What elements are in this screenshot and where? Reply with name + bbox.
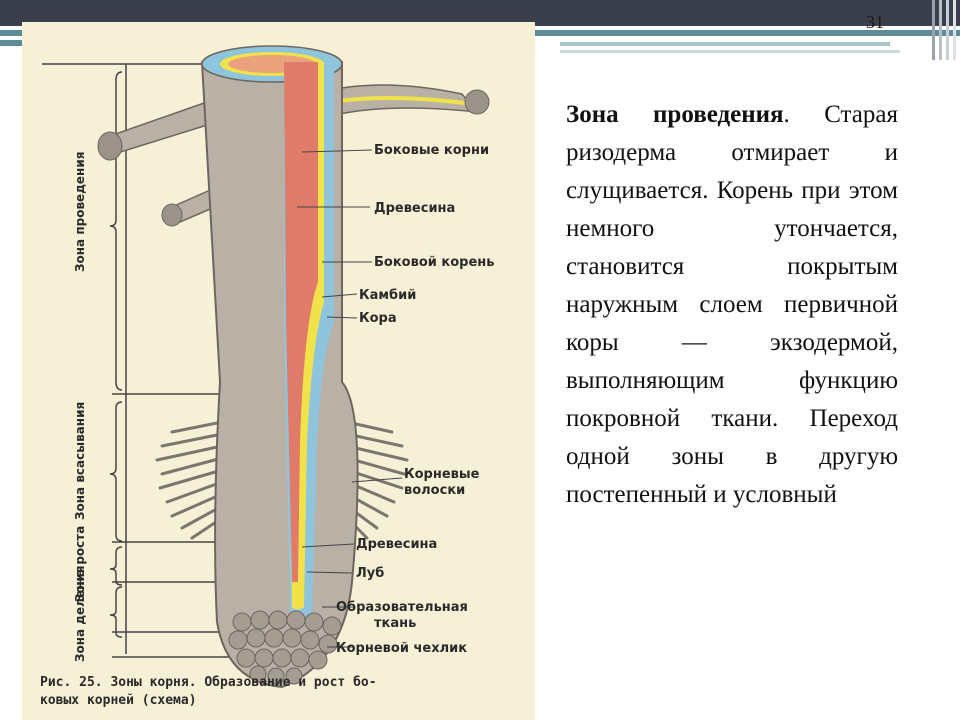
label-cambium: Камбий <box>359 288 416 303</box>
label-meristem-1: Образовательная <box>336 600 468 615</box>
label-cortex: Кора <box>359 311 397 326</box>
zone-brackets <box>42 63 262 658</box>
zone-label-absorption: Зона всасывания <box>73 402 87 520</box>
root-body <box>200 53 359 689</box>
zone-label-conduction: Зона проведения <box>73 152 87 272</box>
root-zones-figure: Зона проведения Зона всасывания Зона рос… <box>22 22 535 720</box>
label-wood-top: Древесина <box>374 201 455 216</box>
label-root-hairs-2: волоски <box>404 483 465 498</box>
label-root-cap: Корневой чехлик <box>336 641 467 656</box>
accent-line-2 <box>560 50 900 53</box>
label-meristem-2: ткань <box>374 616 416 631</box>
root-diagram: Зона проведения Зона всасывания Зона рос… <box>40 45 494 708</box>
root-cap <box>228 610 342 685</box>
label-lateral-roots: Боковые корни <box>374 143 489 158</box>
top-bar <box>0 0 960 26</box>
label-phloem: Луб <box>356 566 384 581</box>
accent-line <box>560 42 890 46</box>
label-lateral-root: Боковой корень <box>374 255 494 270</box>
description-body: . Старая ризодерма отмирает и слущиваетс… <box>566 101 898 508</box>
slide-number: 31 <box>866 12 884 32</box>
label-wood-bottom: Древесина <box>356 537 437 552</box>
label-root-hairs-1: Корневые <box>404 467 480 482</box>
description-text: Зона проведения. Старая ризодерма отмира… <box>566 96 898 514</box>
figure-caption-line-1: Рис. 25. Зоны корня. Образование и рост … <box>40 675 377 690</box>
leader-lines <box>297 149 403 648</box>
lateral-root-right <box>321 84 490 118</box>
corner-stripes <box>932 0 956 60</box>
zone-label-division: Зона деления <box>73 566 87 663</box>
figure-caption-line-2: ковых корней (схема) <box>40 693 197 708</box>
description-heading: Зона проведения <box>566 101 784 128</box>
accent-band-left <box>0 40 25 46</box>
wood-layer <box>284 62 318 582</box>
zone-label-growth: Зона роста <box>73 526 87 602</box>
